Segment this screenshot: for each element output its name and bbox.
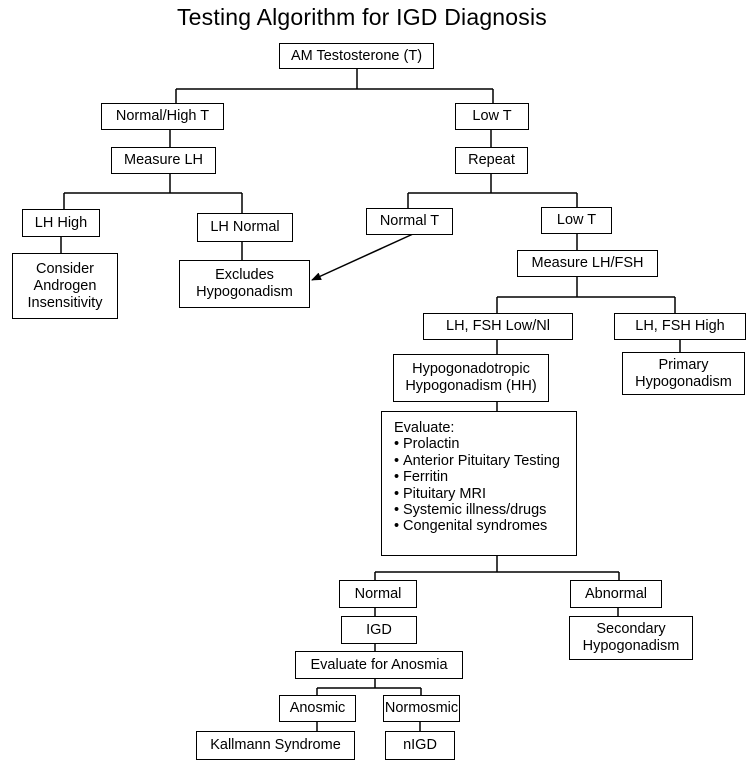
bullet-icon: • bbox=[394, 436, 400, 453]
evaluate-item-label: Systemic illness/drugs bbox=[403, 502, 547, 519]
node-primary-line-2: Hypogonadism bbox=[635, 373, 732, 390]
node-consider-androgen-line-1: Consider bbox=[35, 260, 95, 277]
node-evaluate-list: Evaluate: • Prolactin • Anterior Pituita… bbox=[381, 411, 577, 556]
evaluate-heading: Evaluate: bbox=[394, 420, 455, 436]
evaluate-item-anterior-pituitary: • Anterior Pituitary Testing bbox=[394, 453, 566, 469]
evaluate-item-label: Ferritin bbox=[403, 469, 449, 486]
evaluate-item-label: Congenital syndromes bbox=[403, 518, 548, 535]
node-consider-androgen-line-2: Androgen bbox=[33, 277, 97, 294]
node-hypogonadotropic-hypogonadism: Hypogonadotropic Hypogonadism (HH) bbox=[393, 354, 549, 402]
node-normosmic: Normosmic bbox=[383, 695, 460, 722]
node-low-t-repeat: Low T bbox=[541, 207, 612, 234]
node-kallmann-syndrome: Kallmann Syndrome bbox=[196, 731, 355, 760]
evaluate-item-congenital-syndromes: • Congenital syndromes bbox=[394, 518, 566, 534]
bullet-icon: • bbox=[394, 502, 400, 519]
node-excludes-line-1: Excludes bbox=[215, 267, 274, 283]
node-secondary-hypogonadism: Secondary Hypogonadism bbox=[569, 616, 693, 660]
node-lh-fsh-high: LH, FSH High bbox=[614, 313, 746, 340]
node-evaluate-for-anosmia: Evaluate for Anosmia bbox=[295, 651, 463, 679]
node-primary-line-1: Primary bbox=[658, 356, 709, 373]
node-normal: Normal bbox=[339, 580, 417, 608]
bullet-icon: • bbox=[394, 485, 400, 502]
node-hypogonadotropic-line-2: Hypogonadism (HH) bbox=[405, 378, 537, 394]
bullet-icon: • bbox=[394, 452, 400, 469]
diagram-title: Testing Algorithm for IGD Diagnosis bbox=[176, 4, 548, 30]
node-igd: IGD bbox=[341, 616, 417, 644]
node-measure-lh-fsh: Measure LH/FSH bbox=[517, 250, 658, 277]
bullet-icon: • bbox=[394, 469, 400, 486]
node-normal-t: Normal T bbox=[366, 208, 453, 235]
evaluate-item-label: Anterior Pituitary Testing bbox=[403, 452, 560, 469]
node-primary-hypogonadism: Primary Hypogonadism bbox=[622, 352, 745, 395]
evaluate-item-prolactin: • Prolactin bbox=[394, 436, 566, 452]
evaluate-item-systemic-illness: • Systemic illness/drugs bbox=[394, 502, 566, 518]
node-consider-androgen-line-3: Insensitivity bbox=[27, 294, 103, 311]
node-secondary-line-1: Secondary bbox=[596, 621, 666, 637]
bullet-icon: • bbox=[394, 518, 400, 535]
node-repeat: Repeat bbox=[455, 147, 528, 174]
evaluate-item-ferritin: • Ferritin bbox=[394, 469, 566, 485]
evaluate-item-label: Pituitary MRI bbox=[403, 485, 486, 502]
node-abnormal: Abnormal bbox=[570, 580, 662, 608]
node-hypogonadotropic-line-1: Hypogonadotropic bbox=[412, 361, 530, 377]
evaluate-item-pituitary-mri: • Pituitary MRI bbox=[394, 486, 566, 502]
node-excludes-line-2: Hypogonadism bbox=[196, 284, 293, 300]
node-low-t: Low T bbox=[455, 103, 529, 130]
arrow-normal-t-to-excludes bbox=[311, 233, 414, 281]
node-measure-lh: Measure LH bbox=[111, 147, 216, 174]
node-normal-high-t: Normal/High T bbox=[101, 103, 224, 130]
node-am-testosterone: AM Testosterone (T) bbox=[279, 43, 434, 69]
node-lh-normal: LH Normal bbox=[197, 213, 293, 242]
node-nigd: nIGD bbox=[385, 731, 455, 760]
evaluate-item-label: Prolactin bbox=[403, 436, 460, 453]
node-consider-androgen-insensitivity: Consider Androgen Insensitivity bbox=[12, 253, 118, 319]
node-anosmic: Anosmic bbox=[279, 695, 356, 722]
node-lh-high: LH High bbox=[22, 209, 100, 237]
node-lh-fsh-low-nl: LH, FSH Low/Nl bbox=[423, 313, 573, 340]
node-secondary-line-2: Hypogonadism bbox=[582, 638, 680, 654]
node-excludes-hypogonadism: Excludes Hypogonadism bbox=[179, 260, 310, 308]
